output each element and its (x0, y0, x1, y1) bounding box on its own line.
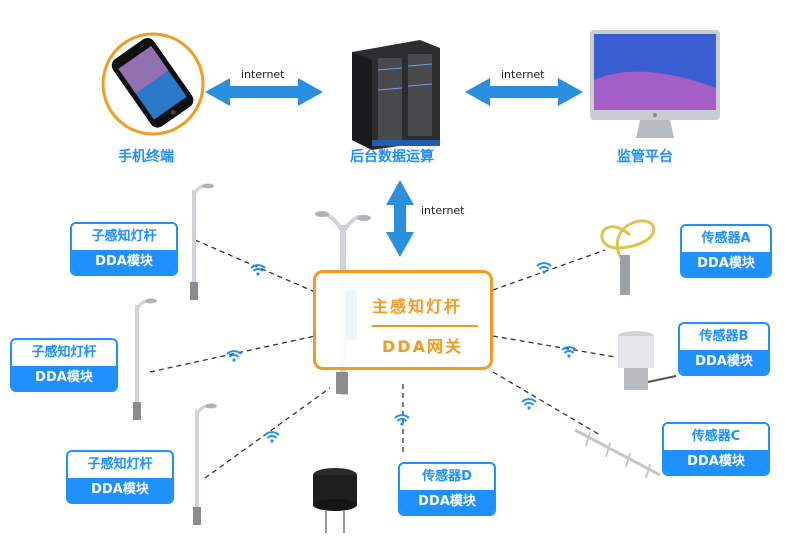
child-pole-tag-1: 子感知灯杆 DDA模块 (70, 222, 178, 276)
child-pole-title: 子感知灯杆 (31, 345, 97, 360)
sensor-c-module: DDA模块 (664, 450, 768, 474)
child-pole-tag-2: 子感知灯杆 DDA模块 (10, 338, 118, 392)
child-light-pole-icon (190, 183, 214, 300)
child-pole-module: DDA模块 (68, 478, 172, 502)
server-icon (352, 40, 440, 150)
gateway-divider (372, 325, 478, 327)
sensor-b-tag: 传感器B DDA模块 (678, 322, 770, 376)
sensor-d-title: 传感器D (422, 469, 472, 484)
sensor-c-antenna-icon (574, 428, 661, 479)
wifi-icon (561, 346, 577, 359)
child-pole-module: DDA模块 (12, 366, 116, 390)
arrow-server-monitor (465, 78, 583, 106)
child-light-pole-icon (133, 298, 157, 420)
sensor-a-tag: 传感器A DDA模块 (680, 224, 772, 278)
wifi-icon (226, 350, 242, 363)
link-sensor-c (492, 371, 601, 436)
smartphone-icon (111, 38, 194, 128)
wifi-icon (536, 262, 552, 275)
child-light-pole-icon (193, 403, 217, 525)
link-sensor-a (492, 249, 606, 291)
link-label-server-gateway: internet (421, 204, 465, 217)
sensor-d-module: DDA模块 (400, 490, 494, 514)
sensor-d-icon (313, 468, 357, 533)
gateway-box: 主感知灯杆 DDA网关 (313, 270, 493, 370)
sensor-b-title: 传感器B (699, 329, 749, 344)
link-sensor-b (492, 335, 616, 358)
gateway-subtitle: DDA网关 (382, 337, 463, 356)
sensor-b-icon (618, 331, 677, 390)
monitor-icon (590, 30, 720, 138)
link-pole-3 (204, 387, 331, 479)
arrow-phone-server (205, 78, 323, 106)
sensor-a-title: 传感器A (701, 231, 751, 246)
phone-label: 手机终端 (118, 149, 174, 165)
child-pole-title: 子感知灯杆 (91, 229, 157, 244)
sensor-c-tag: 传感器C DDA模块 (662, 422, 770, 476)
sensor-a-module: DDA模块 (682, 252, 770, 276)
gateway-title: 主感知灯杆 (372, 297, 463, 316)
link-label-phone-server: internet (241, 68, 285, 81)
sensor-b-module: DDA模块 (680, 350, 768, 374)
sensor-c-title: 传感器C (691, 429, 741, 444)
phone-ring (101, 32, 205, 136)
link-label-server-monitor: internet (501, 68, 545, 81)
wifi-icon (521, 398, 537, 411)
child-pole-title: 子感知灯杆 (87, 457, 153, 472)
server-label: 后台数据运算 (350, 149, 434, 165)
wireless-links (149, 239, 616, 479)
child-pole-tag-3: 子感知灯杆 DDA模块 (66, 450, 174, 504)
arrow-server-gateway (386, 180, 414, 257)
wifi-icon (394, 414, 410, 427)
monitor-label: 监管平台 (617, 149, 673, 165)
link-pole-2 (149, 335, 316, 373)
child-pole-module: DDA模块 (72, 250, 176, 274)
sensor-a-probe-icon (600, 219, 656, 295)
wifi-icon (250, 264, 266, 277)
sensor-d-tag: 传感器D DDA模块 (398, 462, 496, 516)
wifi-icon (264, 431, 280, 444)
